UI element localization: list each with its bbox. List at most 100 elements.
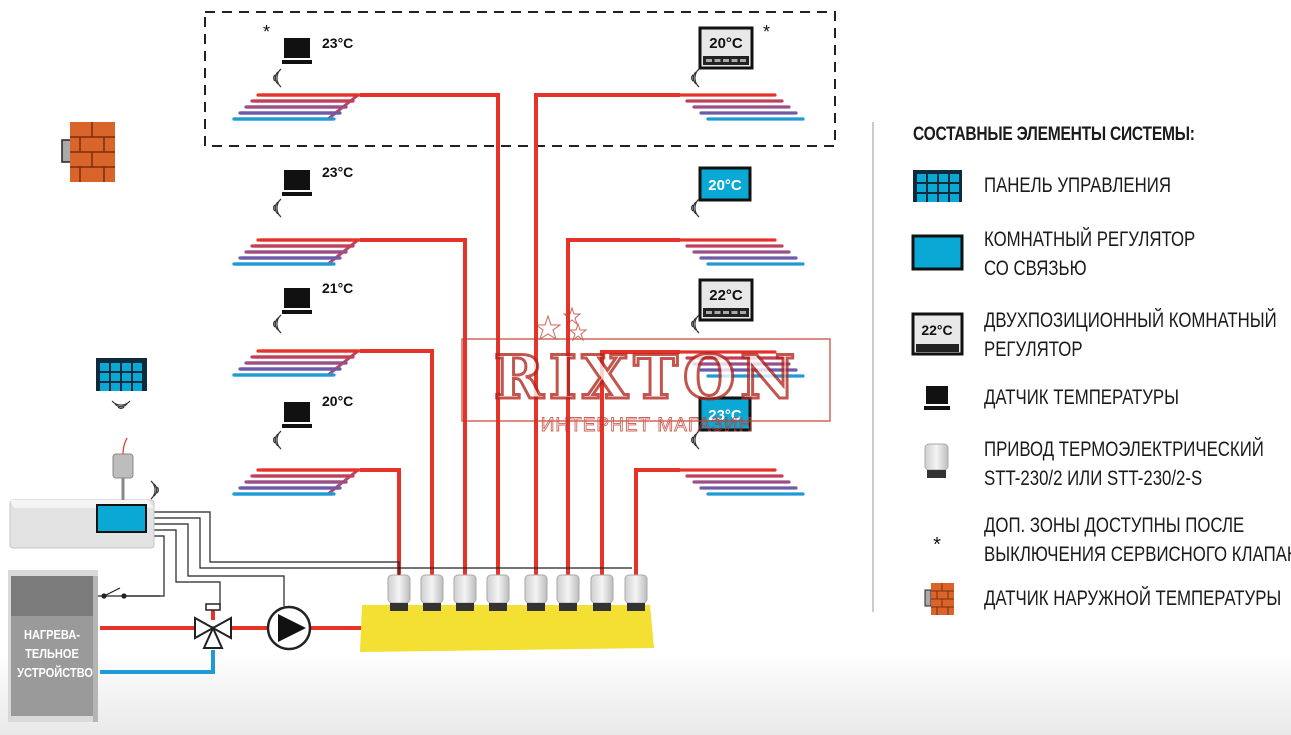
panel-cell — [122, 363, 131, 371]
heater-label-line1: НАГРЕВА- — [23, 627, 81, 642]
heater-label-line3: УСТРОЙСТВО — [17, 665, 93, 680]
legend-item-actuator: ПРИВОД ТЕРМОЭЛЕКТРИЧЕСКИЙ STT-230/2 ИЛИ … — [984, 435, 1264, 493]
actuator-1 — [387, 574, 411, 611]
legend-item-3-line1: ДВУХПОЗИЦИОННЫЙ КОМНАТНЫЙ — [984, 309, 1277, 332]
legend-item-6-line1: ДОП. ЗОНЫ ДОСТУПНЫ ПОСЛЕ — [984, 514, 1245, 537]
legend-item-7-line1: ДАТЧИК НАРУЖНОЙ ТЕМПЕРАТУРЫ — [984, 587, 1282, 610]
asterisk-right: * — [763, 22, 771, 42]
legend-item-4-line1: ДАТЧИК ТЕМПЕРАТУРЫ — [984, 386, 1179, 409]
floor-loop-left-4 — [232, 468, 362, 496]
panel-cell — [950, 174, 959, 182]
panel-cell — [122, 373, 131, 381]
wireless-regulator-zone-2-display: 20°C — [708, 177, 742, 194]
actuator-4 — [486, 574, 510, 611]
main-controller — [9, 437, 155, 549]
panel-cell — [133, 383, 142, 391]
floor-loop-right-2 — [678, 238, 805, 266]
zone3-left-temp: 21°C — [322, 280, 354, 296]
panel-cell — [100, 373, 109, 381]
wireless-regulator-zone-4: 23°C — [698, 396, 752, 432]
legend-item-2-line2: СО СВЯЗЬЮ — [984, 257, 1087, 280]
extra-zones-border — [204, 11, 836, 147]
actuator-2 — [420, 574, 444, 611]
outdoor-sensor-icon — [924, 583, 954, 615]
wifi-right-zone-1 — [691, 68, 700, 88]
wifi-right-zone-2 — [691, 198, 700, 218]
legend-item-outdoor-sensor: ДАТЧИК НАРУЖНОЙ ТЕМПЕРАТУРЫ — [984, 584, 1281, 613]
panel-cell — [939, 184, 948, 192]
actuator-5 — [524, 574, 548, 611]
wireless-room-regulator-icon — [911, 234, 964, 271]
wifi-controller — [150, 480, 159, 500]
return-pipe — [100, 650, 215, 674]
wifi-right-zone-3 — [691, 314, 700, 334]
temperature-sensor-zone-1 — [282, 38, 312, 64]
control-panel-icon — [913, 170, 962, 202]
legend-item-5-line1: ПРИВОД ТЕРМОЭЛЕКТРИЧЕСКИЙ — [984, 438, 1264, 461]
panel-cell — [928, 194, 937, 202]
watermark-brand: RIXTON — [494, 343, 800, 413]
legend-title: СОСТАВНЫЕ ЭЛЕМЕНТЫ СИСТЕМЫ: — [913, 124, 1195, 145]
watermark-subtitle: ИНТЕРНЕТ МАГАЗИН — [541, 415, 753, 436]
temperature-sensor-zone-4 — [282, 402, 312, 428]
temperature-sensor-zone-2 — [282, 170, 312, 196]
zone2-left-temp: 23°C — [322, 164, 354, 180]
heater-switch — [101, 587, 127, 599]
panel-cell — [100, 383, 109, 391]
temperature-sensor-zone-3 — [282, 288, 312, 314]
legend-item-1-line1: ПАНЕЛЬ УПРАВЛЕНИЯ — [984, 174, 1171, 197]
legend-item-temperature-sensor: ДАТЧИК ТЕМПЕРАТУРЫ — [984, 383, 1179, 412]
panel-cell — [950, 194, 959, 202]
heater-label: НАГРЕВА- ТЕЛЬНОЕ УСТРОЙСТВО — [17, 625, 93, 682]
supply-pipes — [100, 93, 680, 630]
panel-cell — [133, 363, 142, 371]
legend-icons: 22°C * — [911, 170, 964, 615]
floor-loop-left-3 — [232, 349, 362, 377]
panel-cell — [928, 174, 937, 182]
legend-item-extra-zones: ДОП. ЗОНЫ ДОСТУПНЫ ПОСЛЕ ВЫКЛЮЧЕНИЯ СЕРВ… — [984, 511, 1291, 569]
zone1-left-temp: 23°C — [322, 35, 354, 51]
panel-cell — [928, 184, 937, 192]
two-position-regulator-icon: 22°C — [911, 312, 964, 356]
panel-cell — [917, 174, 926, 182]
asterisk-icon: * — [933, 534, 941, 556]
two-position-regulator-zone-3: 22°C — [698, 278, 754, 322]
panel-cell — [133, 373, 142, 381]
control-panel-wall — [96, 358, 147, 391]
floor-loop-left-2 — [232, 238, 362, 266]
floor-loop-right-3 — [678, 350, 805, 378]
panel-cell — [917, 194, 926, 202]
panel-cell — [122, 383, 131, 391]
watermark-stars — [534, 306, 588, 342]
watermark: RIXTON ИНТЕРНЕТ МАГАЗИН — [461, 306, 831, 436]
wifi-control-panel — [111, 400, 131, 409]
actuator-icon — [924, 443, 949, 478]
wireless-regulator-zone-2: 20°C — [698, 166, 752, 202]
wifi-left-zone-3 — [273, 314, 282, 334]
panel-cell — [111, 373, 120, 381]
actuator-8 — [624, 574, 648, 611]
asterisk-left: * — [263, 22, 271, 42]
actuator-6 — [556, 574, 580, 611]
floor-loop-right-4 — [678, 468, 805, 496]
legend-item-control-panel: ПАНЕЛЬ УПРАВЛЕНИЯ — [984, 171, 1171, 200]
legend-item-3-line2: РЕГУЛЯТОР — [984, 338, 1083, 361]
legend-item-2-line1: КОМНАТНЫЙ РЕГУЛЯТОР — [984, 228, 1196, 251]
circulation-pump — [266, 605, 312, 651]
legend-item-6-line2: ВЫКЛЮЧЕНИЯ СЕРВИСНОГО КЛАПАНА — [984, 543, 1291, 566]
two-position-regulator-zone-1: 20°C — [698, 26, 754, 70]
panel-cell — [100, 363, 109, 371]
legend-item-two-position-regulator: ДВУХПОЗИЦИОННЫЙ КОМНАТНЫЙ РЕГУЛЯТОР — [984, 306, 1277, 364]
panel-cell — [939, 174, 948, 182]
wifi-left-zone-4 — [273, 430, 282, 450]
actuator-3 — [453, 574, 477, 611]
actuator-7 — [590, 574, 614, 611]
panel-cell — [939, 194, 948, 202]
legend-regulator-temp: 22°C — [921, 322, 952, 338]
manifold — [360, 605, 654, 652]
panel-cell — [111, 363, 120, 371]
control-wires — [96, 511, 632, 606]
wifi-left-zone-1 — [273, 68, 282, 88]
floor-loop-right-1 — [678, 93, 805, 121]
wifi-left-zone-2 — [273, 198, 282, 218]
